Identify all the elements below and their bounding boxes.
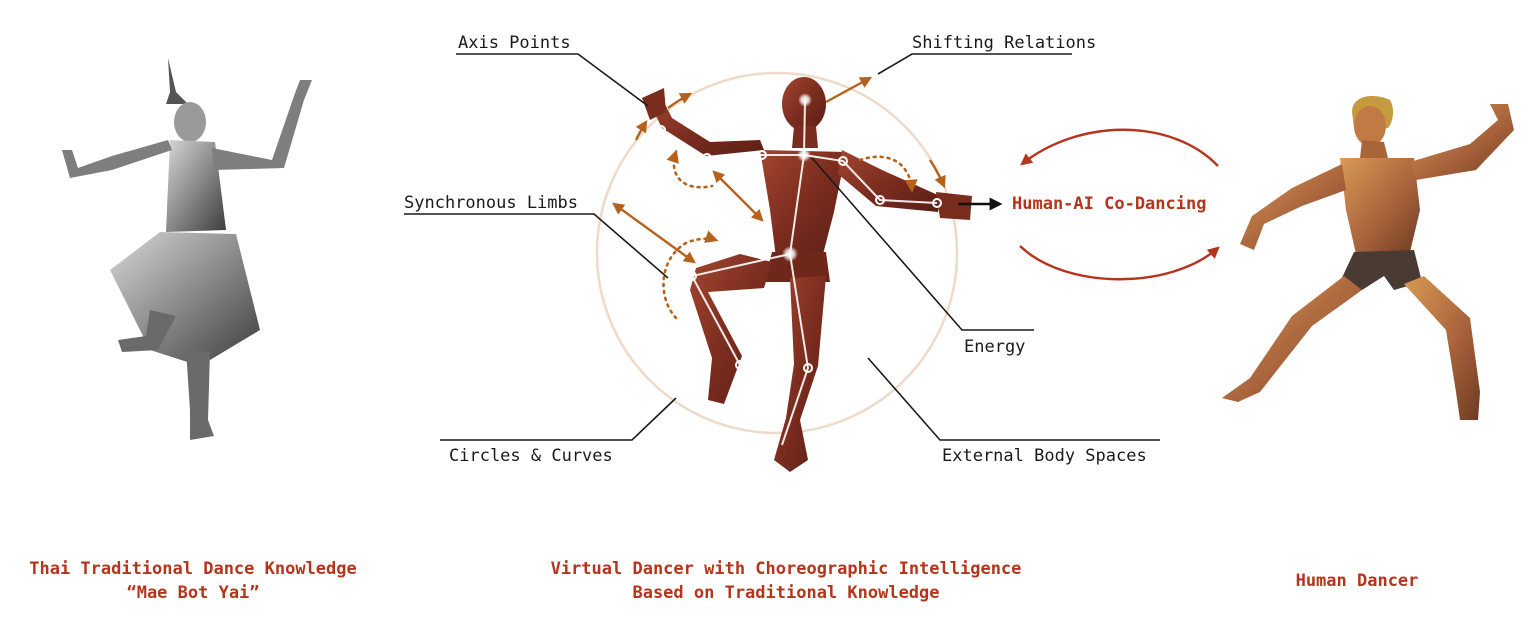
- leader-energy: [811, 157, 1034, 331]
- co-dancing-arrow-upper: [1020, 128, 1219, 167]
- label-circles-curves: Circles & Curves: [449, 446, 613, 466]
- label-shifting-relations: Shifting Relations: [912, 33, 1096, 53]
- virtual-dancer-figure: [642, 77, 972, 472]
- dotted-curve-hip: [662, 230, 719, 320]
- guide-circle: [595, 71, 959, 435]
- traditional-dancer-figure: [62, 58, 312, 440]
- caption-virtual-line2: Based on Traditional Knowledge: [632, 583, 939, 603]
- label-co-dancing: Human-AI Co-Dancing: [1012, 194, 1206, 214]
- caption-virtual-line1: Virtual Dancer with Choreographic Intell…: [551, 559, 1022, 579]
- caption-human: Human Dancer: [1296, 571, 1419, 591]
- sync-arrow-lower: [612, 202, 696, 264]
- sync-arrow-upper: [712, 170, 764, 222]
- human-dancer-figure: [1222, 96, 1514, 420]
- dotted-curve-elbow: [858, 155, 918, 193]
- caption-traditional-line1: Thai Traditional Dance Knowledge: [29, 559, 357, 579]
- caption-traditional-line2: “Mae Bot Yai”: [126, 583, 259, 603]
- leader-shifting-relations: [877, 53, 1072, 75]
- leader-circles-curves: [440, 397, 677, 441]
- shifting-arrow: [825, 76, 873, 104]
- leader-external-body-spaces: [867, 357, 1160, 441]
- leader-axis-points: [456, 53, 649, 107]
- label-external-body-spaces: External Body Spaces: [942, 446, 1147, 466]
- guide-arrow-right: [928, 159, 946, 189]
- label-axis-points: Axis Points: [458, 33, 571, 53]
- leader-synchronous-limbs: [404, 213, 669, 279]
- label-synchronous-limbs: Synchronous Limbs: [404, 193, 578, 213]
- dotted-curve-shoulder: [666, 149, 714, 189]
- guide-arrow-upper-left: [667, 92, 693, 109]
- label-energy: Energy: [964, 337, 1025, 357]
- guide-arrow-left: [634, 119, 648, 141]
- co-dancing-arrow-lower: [1019, 245, 1220, 281]
